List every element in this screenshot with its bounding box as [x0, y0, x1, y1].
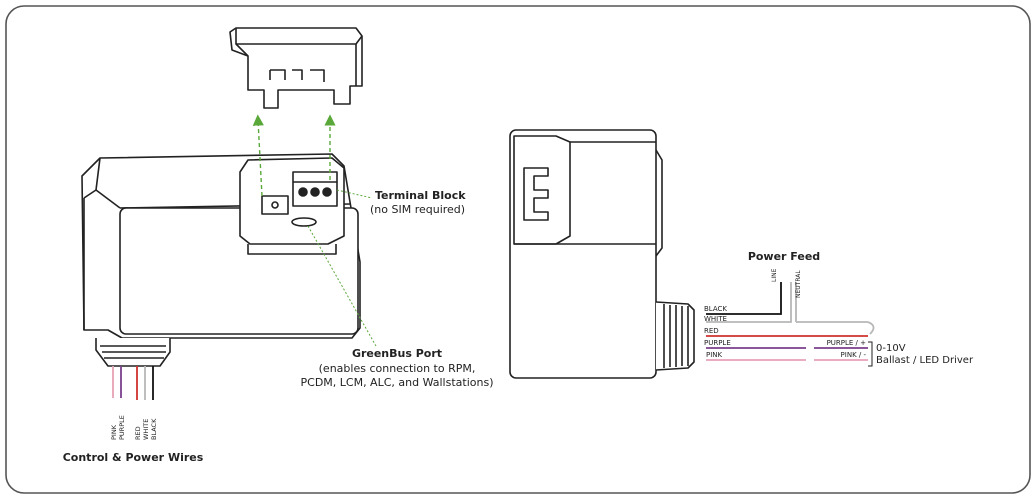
greenbus-port-line1: (enables connection to RPM,: [319, 362, 476, 375]
side-connector: [655, 301, 695, 371]
terminal-cover: [229, 27, 363, 109]
right-wire-labels: BLACK WHITE RED PURPLE PINK PURPLE / + P…: [704, 305, 866, 359]
control-power-wires: [112, 366, 154, 400]
right-diagram: [509, 129, 695, 379]
power-feed-neutral-label: NEUTRAL: [795, 270, 802, 298]
wire-label-pink: PINK: [110, 424, 118, 440]
arrow-left: [252, 114, 264, 197]
label-black: BLACK: [704, 305, 727, 313]
label-purple-plus: PURPLE / +: [827, 339, 867, 347]
left-diagram: [81, 27, 363, 400]
power-feed-wiring: [706, 282, 875, 367]
label-white: WHITE: [704, 315, 727, 323]
leader-lines: [307, 189, 377, 347]
terminal-block-title: Terminal Block: [375, 189, 466, 202]
label-red: RED: [704, 327, 719, 335]
wire-labels: PINK PURPLE RED WHITE BLACK: [110, 415, 158, 440]
wire-label-black: BLACK: [150, 418, 158, 440]
wire-label-purple: PURPLE: [118, 415, 126, 440]
terminal-block-note: (no SIM required): [370, 203, 465, 216]
wires-caption: Control & Power Wires: [63, 451, 204, 464]
power-feed-line-label: LINE: [771, 268, 778, 282]
assembly-arrows: [252, 114, 336, 197]
driver-line2: Ballast / LED Driver: [876, 355, 974, 366]
label-purple: PURPLE: [704, 339, 731, 347]
sensor-body: [81, 153, 361, 367]
wire-label-red: RED: [134, 426, 142, 440]
greenbus-port-line2: PCDM, LCM, ALC, and Wallstations): [301, 376, 494, 389]
wire-label-white: WHITE: [142, 419, 150, 440]
greenbus-port-title: GreenBus Port: [352, 347, 442, 360]
outer-frame: [5, 5, 1031, 494]
label-pink: PINK: [706, 351, 723, 359]
driver-line1: 0-10V: [876, 343, 906, 354]
power-feed-title: Power Feed: [748, 250, 820, 263]
label-pink-minus: PINK / -: [841, 351, 867, 359]
